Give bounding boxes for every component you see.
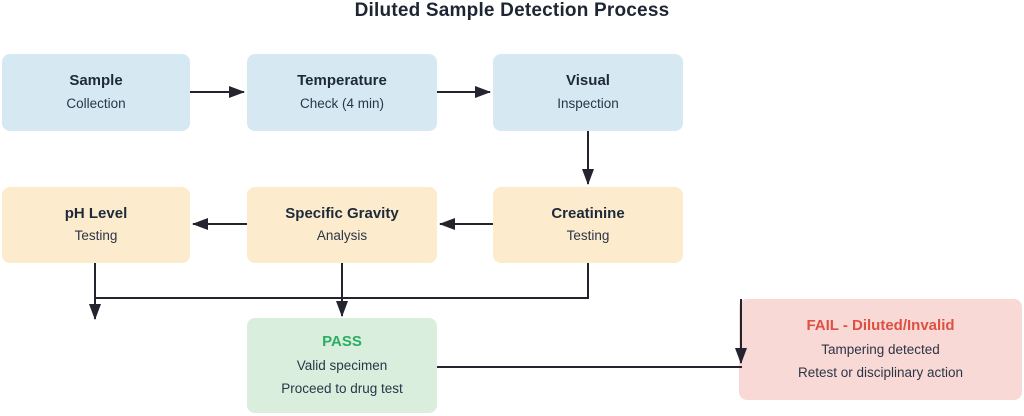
node-subtitle: Testing bbox=[74, 228, 118, 244]
node-sample-collection: Sample Collection bbox=[2, 54, 190, 131]
node-title: Specific Gravity bbox=[285, 204, 399, 222]
node-subtitle: Inspection bbox=[557, 95, 619, 111]
node-ph-level: pH Level Testing bbox=[2, 187, 190, 263]
node-title: Visual bbox=[566, 72, 610, 90]
node-title: pH Level bbox=[64, 204, 128, 222]
node-title: Creatinine bbox=[551, 204, 625, 222]
node-specific-gravity: Specific Gravity Analysis bbox=[247, 187, 437, 263]
node-subtitle: Analysis bbox=[316, 228, 368, 244]
node-subtitle: Collection bbox=[66, 95, 126, 111]
merge-line bbox=[95, 263, 589, 299]
node-subtitle: Tampering detected bbox=[821, 341, 940, 357]
node-pass: PASS Valid specimen Proceed to drug test bbox=[247, 318, 437, 413]
node-subtitle: Retest or disciplinary action bbox=[797, 364, 964, 380]
node-subtitle: Testing bbox=[566, 228, 610, 244]
node-temperature-check: Temperature Check (4 min) bbox=[247, 54, 437, 131]
node-subtitle: Check (4 min) bbox=[299, 95, 385, 111]
node-visual-inspection: Visual Inspection bbox=[493, 54, 683, 131]
diagram-title: Diluted Sample Detection Process bbox=[354, 0, 670, 21]
node-title: FAIL - Diluted/Invalid bbox=[806, 317, 955, 335]
node-creatinine: Creatinine Testing bbox=[493, 187, 683, 263]
node-title: Sample bbox=[69, 72, 123, 90]
node-title: PASS bbox=[322, 333, 362, 351]
node-subtitle: Proceed to drug test bbox=[281, 380, 403, 396]
node-title: Temperature bbox=[297, 72, 387, 90]
node-subtitle: Valid specimen bbox=[296, 357, 388, 373]
node-fail: FAIL - Diluted/Invalid Tampering detecte… bbox=[739, 299, 1022, 400]
